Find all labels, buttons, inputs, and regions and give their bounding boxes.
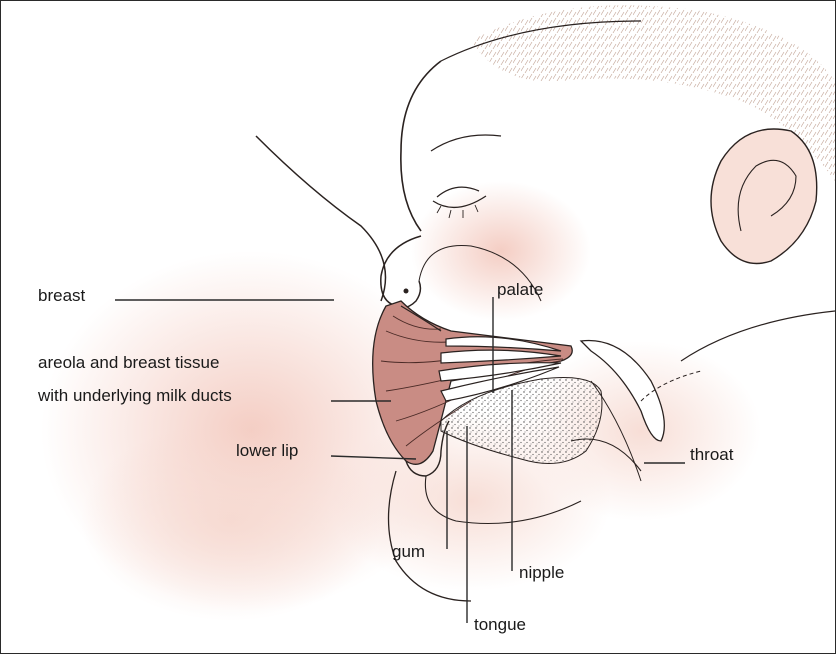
label-lower-lip: lower lip — [236, 441, 298, 461]
label-nipple: nipple — [519, 563, 564, 583]
label-breast: breast — [38, 286, 85, 306]
label-tongue: tongue — [474, 615, 526, 635]
label-palate: palate — [497, 280, 543, 300]
ear — [711, 129, 817, 264]
label-gum: gum — [392, 542, 425, 562]
nostril — [404, 289, 409, 294]
label-areola-line1: areola and breast tissue — [38, 353, 219, 373]
label-throat: throat — [690, 445, 733, 465]
lower-breast-shading — [81, 421, 381, 621]
eyebrow — [431, 135, 501, 151]
neck-outline — [681, 311, 835, 361]
label-areola-line2: with underlying milk ducts — [38, 386, 232, 406]
